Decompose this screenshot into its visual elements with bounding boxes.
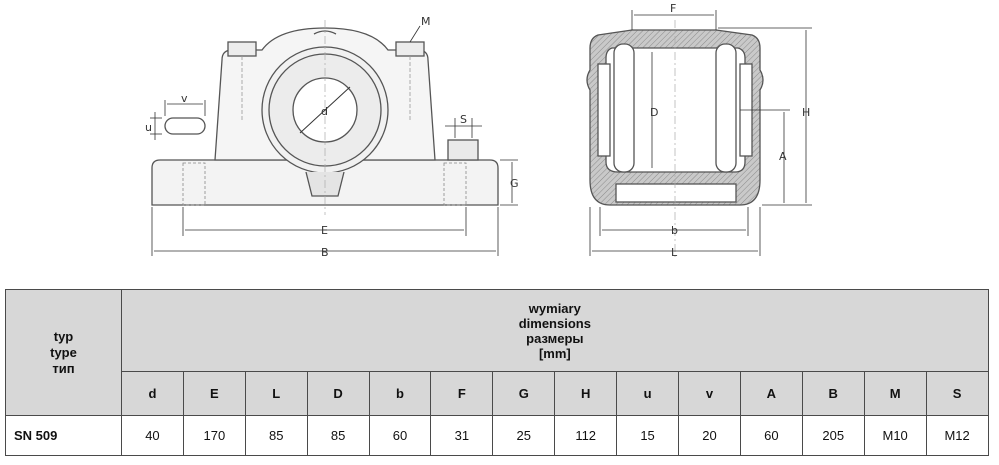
label-D: D	[650, 106, 658, 119]
label-v: v	[181, 92, 188, 105]
label-B: B	[321, 246, 329, 259]
column-header-u: u	[616, 371, 680, 416]
value-cell-m: M10	[863, 415, 927, 456]
dimensions-header-pl: wymiary	[528, 300, 581, 316]
column-header-d: D	[306, 371, 370, 416]
column-header-b: B	[801, 371, 865, 416]
value-cell-g: 25	[492, 415, 556, 456]
bearing-left	[613, 43, 635, 173]
mounting-slot	[164, 117, 206, 135]
column-header-h: H	[554, 371, 618, 416]
value-cell-e: 170	[182, 415, 246, 456]
label-A: A	[779, 150, 787, 163]
label-L: L	[671, 246, 678, 259]
value-cell-v: 20	[678, 415, 741, 456]
bearing-right	[715, 43, 737, 173]
value-cell-a: 60	[739, 415, 803, 456]
value-cell-d: 85	[306, 415, 370, 456]
type-header-pl: typ	[53, 328, 74, 344]
column-header-l: L	[244, 371, 308, 416]
side-view	[586, 20, 764, 260]
column-header-v: v	[678, 371, 741, 416]
side-view-dimensions	[589, 10, 812, 256]
value-cell-d: 40	[121, 415, 184, 456]
dimensions-header-cell: wymiary dimensions размеры [mm]	[121, 289, 989, 372]
dimensions-table: typ type тип wymiary dimensions размеры …	[5, 289, 989, 456]
label-F: F	[670, 2, 676, 15]
type-header-en: type	[50, 344, 77, 360]
label-E: E	[321, 224, 328, 237]
side-view-labels: F D H A b L	[650, 2, 810, 259]
type-header-ru: тип	[52, 360, 75, 376]
column-header-b: b	[368, 371, 432, 416]
technical-drawing: M v u d S G E B	[145, 2, 812, 260]
column-header-d: d	[121, 371, 184, 416]
label-S: S	[460, 113, 467, 126]
dimensions-header-en: dimensions	[518, 315, 591, 331]
value-cell-u: 15	[616, 415, 680, 456]
label-u: u	[145, 121, 152, 134]
label-d: d	[321, 105, 328, 118]
column-header-a: A	[739, 371, 803, 416]
value-cell-l: 85	[244, 415, 308, 456]
dimensions-header-unit: [mm]	[538, 345, 571, 361]
value-cell-s: M12	[925, 415, 989, 456]
column-header-e: E	[182, 371, 246, 416]
value-cell-b: 60	[368, 415, 432, 456]
dimensions-header-ru: размеры	[526, 330, 584, 346]
value-cell-b: 205	[801, 415, 865, 456]
type-header-cell: typ type тип	[5, 289, 122, 416]
row-type-cell: SN 509	[5, 415, 122, 456]
label-H: H	[802, 106, 810, 119]
label-G: G	[510, 177, 519, 190]
column-header-m: M	[863, 371, 927, 416]
column-header-g: G	[492, 371, 556, 416]
value-cell-h: 112	[554, 415, 618, 456]
front-view	[150, 20, 518, 256]
front-view-labels: M v u d S G E B	[145, 15, 519, 259]
column-header-s: S	[925, 371, 989, 416]
value-cell-f: 31	[430, 415, 494, 456]
column-header-f: F	[430, 371, 494, 416]
label-M: M	[421, 15, 431, 28]
label-b: b	[671, 224, 678, 237]
